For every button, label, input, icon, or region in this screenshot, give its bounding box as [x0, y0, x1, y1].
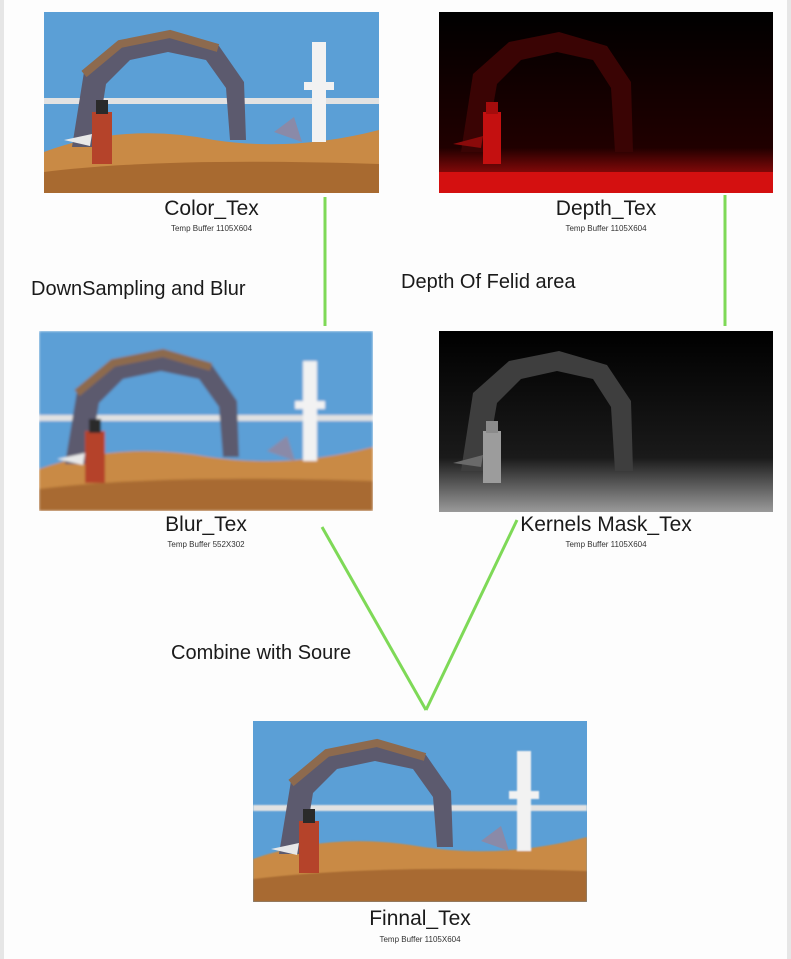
color-tex-image — [44, 12, 379, 193]
finnal-tex-title: Finnal_Tex — [369, 907, 471, 930]
kernels-mask-tex-title: Kernels Mask_Tex — [520, 513, 692, 536]
depth-tex-image — [439, 12, 773, 193]
step-label-downsampling: DownSampling and Blur — [31, 278, 246, 300]
blur-tex-title: Blur_Tex — [165, 513, 247, 536]
step-label-depth-area: Depth Of Felid area — [401, 271, 576, 293]
blur-tex-subtitle: Temp Buffer 552X302 — [167, 540, 245, 549]
finnal-tex-subtitle: Temp Buffer 1105X604 — [379, 935, 461, 944]
depth-tex-subtitle: Temp Buffer 1105X604 — [565, 224, 647, 233]
connector-blur-to-final — [320, 526, 428, 711]
depth-tex-title: Depth_Tex — [555, 197, 657, 220]
color-tex-title: Color_Tex — [164, 197, 259, 220]
kernels-mask-tex-image — [439, 331, 773, 512]
blur-tex-image — [39, 331, 373, 511]
kernels-mask-tex-subtitle: Temp Buffer 1105X604 — [565, 540, 647, 549]
color-tex-subtitle: Temp Buffer 1105X604 — [170, 224, 253, 233]
right-edge-line — [787, 0, 791, 959]
left-edge-line — [0, 0, 4, 959]
step-label-combine: Combine with Soure — [171, 642, 352, 664]
finnal-tex-image — [253, 721, 587, 902]
